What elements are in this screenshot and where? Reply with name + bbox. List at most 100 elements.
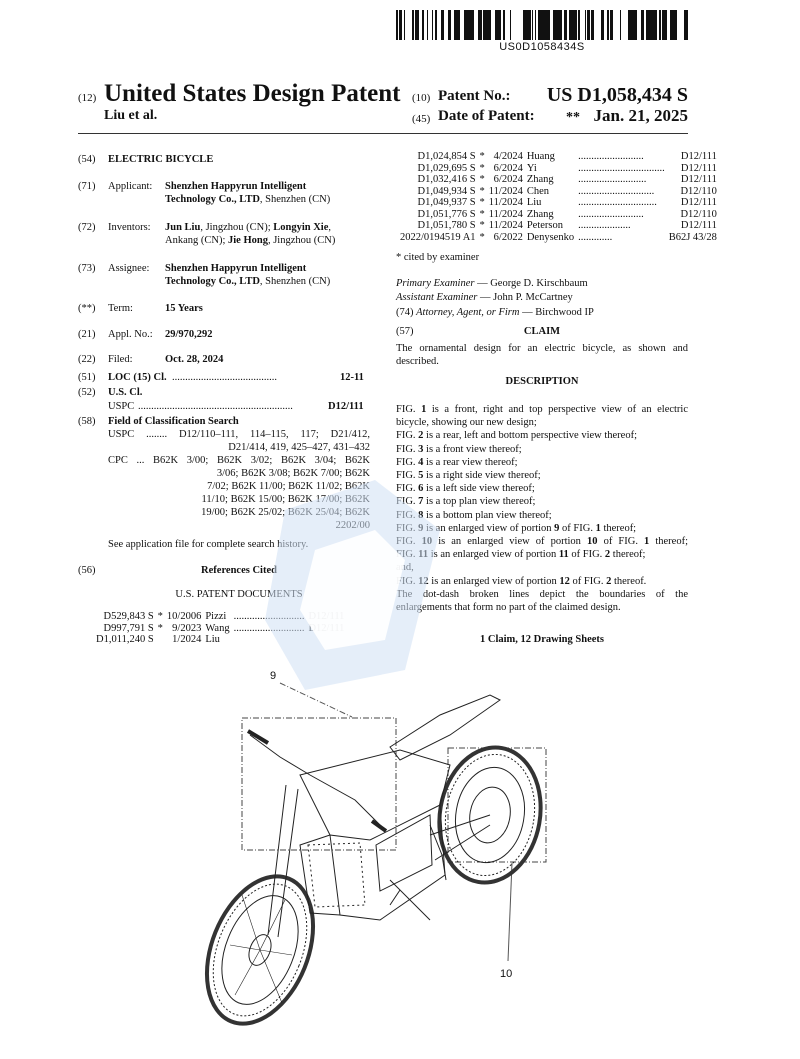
barcode-bar: [503, 10, 505, 40]
ref-date: 11/2024: [488, 185, 523, 197]
ref-name: Zhang: [526, 208, 554, 220]
barcode-bar: [672, 10, 675, 40]
description-segment: FIG.: [396, 404, 422, 415]
description-segment: is a rear, left and bottom perspective v…: [423, 430, 638, 442]
loc-dots: ........................................: [172, 372, 277, 383]
barcode-bar: [481, 10, 482, 40]
code-52: (52): [78, 387, 96, 398]
ref-star: *: [479, 151, 485, 162]
barcode-bar: [611, 10, 613, 40]
description-segment: is a rear view thereof;: [423, 456, 518, 468]
inventor-name: Jie Hong: [228, 235, 268, 246]
barcode-bar: [665, 10, 667, 40]
ref-star: *: [157, 611, 163, 622]
primary-examiner-label: Primary Examiner: [396, 278, 475, 289]
ref-class: D12/111: [680, 174, 717, 185]
description-segment: The dot-dash broken lines depict the bou…: [396, 588, 688, 600]
ref-class: D12/110: [680, 208, 717, 220]
primary-examiner-name: — George D. Kirschbaum: [474, 278, 588, 289]
description-segment: of FIG.: [568, 549, 605, 561]
code-57: (57): [396, 326, 414, 337]
ref-name: Liu: [205, 634, 220, 645]
inventor-location: , Jingzhou (CN);: [200, 222, 274, 233]
barcode-bar: [686, 10, 688, 40]
ref-star: *: [479, 220, 485, 231]
barcode-bar: [659, 10, 661, 40]
code-56: (56): [78, 565, 96, 576]
claims-summary: 1 Claim, 12 Drawing Sheets: [480, 634, 604, 645]
code-term: (**): [78, 303, 96, 314]
barcode-bar: [526, 10, 528, 40]
description-segment: is an enlarged view of portion: [428, 549, 559, 561]
applicant-line1: Shenzhen Happyrun Intelligent: [165, 181, 307, 192]
description-segment: FIG.: [396, 496, 419, 508]
description-segment: thereof;: [649, 536, 689, 548]
label-9: 9: [270, 670, 276, 682]
assistant-examiner-name: — John P. McCartney: [477, 292, 573, 303]
description-line: enlargements that form no part of the cl…: [396, 601, 688, 614]
search-line: 2202/00: [335, 520, 370, 531]
description-segment: is a left side view thereof;: [423, 483, 535, 495]
code-73: (73): [78, 263, 96, 274]
fig1-perspective-drawing: 9 10: [204, 670, 547, 1026]
loc-label: LOC (15) Cl.: [108, 372, 167, 383]
barcode: [396, 10, 688, 40]
ref-number: D1,029,695 S: [417, 162, 476, 174]
barcode-bar: [631, 10, 632, 40]
inventors: Jun Liu, Jingzhou (CN); Longyin Xie, Ank…: [165, 221, 375, 247]
description-segment: and,: [396, 562, 414, 574]
ref-number: D1,049,937 S: [417, 197, 476, 208]
appl-no-value: 29/970,292: [165, 329, 213, 340]
ref-date: 11/2024: [488, 197, 523, 208]
barcode-bar: [553, 10, 555, 40]
ref-date: 11/2024: [488, 220, 523, 231]
ref-number: D1,024,854 S: [417, 151, 476, 162]
ref-number: D529,843 S: [103, 611, 154, 622]
ref-date: 10/2006: [166, 611, 202, 622]
ref-class: D12/111: [680, 220, 717, 231]
header-rule: [78, 133, 688, 134]
barcode-bar: [500, 10, 501, 40]
description-segment: bicycle, showing our new design;: [396, 417, 537, 429]
inventors-label: Inventors:: [108, 222, 151, 233]
barcode-bar: [396, 10, 398, 40]
field-search-uspc: USPC ........ D12/110–111, 114–115, 117;…: [108, 428, 370, 454]
description-segment: is an enlarged view of portion: [428, 575, 560, 587]
barcode-bar: [545, 10, 548, 40]
inventor-location: , Jingzhou (CN): [267, 235, 336, 246]
description-segment: is a bottom plan view thereof;: [423, 509, 552, 521]
description-segment: of FIG.: [597, 536, 645, 548]
description-segment: is an enlarged view of portion: [432, 536, 588, 548]
barcode-bar: [585, 10, 586, 40]
barcode-bar: [495, 10, 498, 40]
barcode-bar: [435, 10, 436, 40]
description-line: FIG. 7 is a top plan view thereof;: [396, 495, 688, 508]
ref-dots: ....................: [578, 220, 631, 231]
claim-line: The ornamental design for an electric bi…: [396, 343, 688, 354]
date-of-patent-label: Date of Patent:: [438, 108, 535, 124]
barcode-bar: [483, 10, 485, 40]
figure-number: 12: [559, 575, 570, 587]
barcode-bar: [675, 10, 677, 40]
description-line: FIG. 11 is an enlarged view of portion 1…: [396, 548, 688, 561]
figure-number: 5: [418, 470, 424, 482]
barcode-bar: [427, 10, 428, 40]
ref-number: 2022/0194519 A1: [400, 231, 476, 243]
barcode-bar: [538, 10, 540, 40]
search-history-note: See application file for complete search…: [108, 539, 309, 550]
figure-number: 12: [418, 575, 429, 587]
figure-number: 9: [554, 522, 560, 534]
ref-dots: ..............................: [578, 197, 657, 208]
filed-label: Filed:: [108, 354, 133, 365]
ref-class: D12/111: [680, 197, 717, 208]
search-line: 7/02; B62K 11/00; B62K 11/02; B62K: [207, 481, 370, 492]
ref-name: Huang: [526, 151, 555, 162]
inventor-location: Ankang (CN);: [165, 235, 228, 246]
barcode-bar: [607, 10, 609, 40]
uspc-dots: ........................................…: [138, 401, 293, 412]
ref-dots: .............: [578, 231, 613, 243]
